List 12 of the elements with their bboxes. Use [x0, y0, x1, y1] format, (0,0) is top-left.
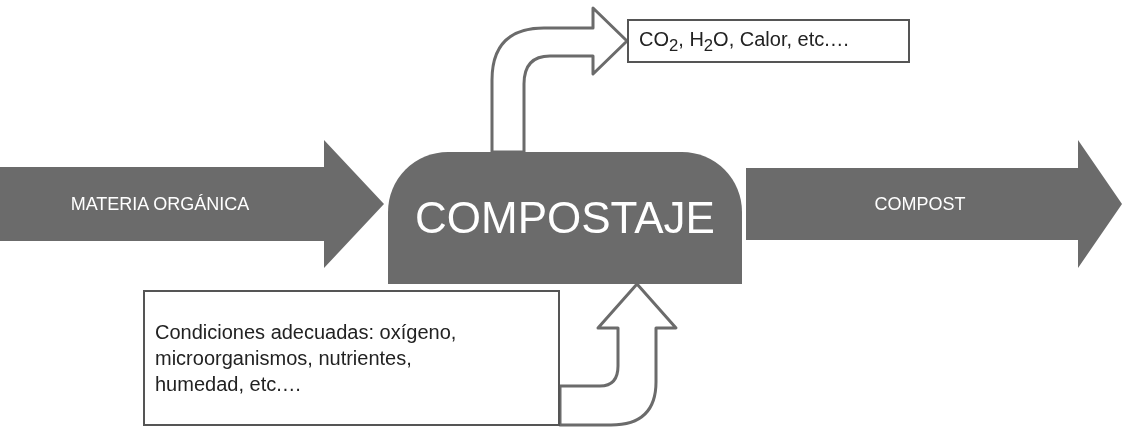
block-arrow: [558, 282, 678, 427]
text-box: [143, 290, 560, 426]
edge-label: MATERIA ORGÁNICA: [70, 193, 250, 215]
edge-label: COMPOST: [874, 193, 966, 215]
process-shape: [388, 152, 742, 284]
node-text: COMPOSTAJE: [414, 192, 716, 245]
node-text: CO$_{2}$, H$_{2}$O, Calor, etc.…: [639, 26, 851, 57]
text-box: [627, 19, 910, 63]
block-arrow: [746, 140, 1122, 268]
block-arrow: [0, 140, 384, 268]
block-arrow: [490, 6, 629, 154]
node-text: Condiciones adecuadas: oxígeno, microorganismos, nutrientes, humedad, etc.…: [155, 320, 458, 397]
